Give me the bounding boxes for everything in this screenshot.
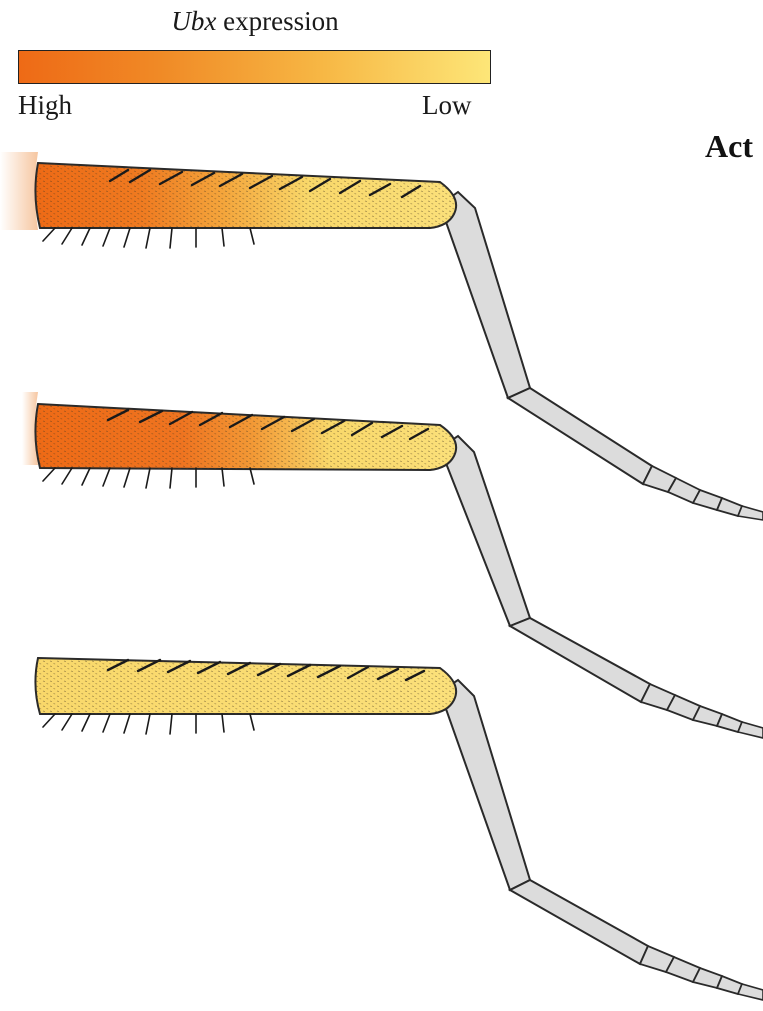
coxa-stub-top (0, 152, 38, 230)
tibia-tarsus-bottom (440, 680, 763, 1000)
tibia-tarsus-top (440, 192, 763, 520)
bristles-middle-lower (43, 468, 254, 488)
bristles-top-lower (43, 228, 254, 248)
bristles-bottom-lower (43, 714, 254, 734)
tibia-tarsus-middle (440, 436, 763, 738)
